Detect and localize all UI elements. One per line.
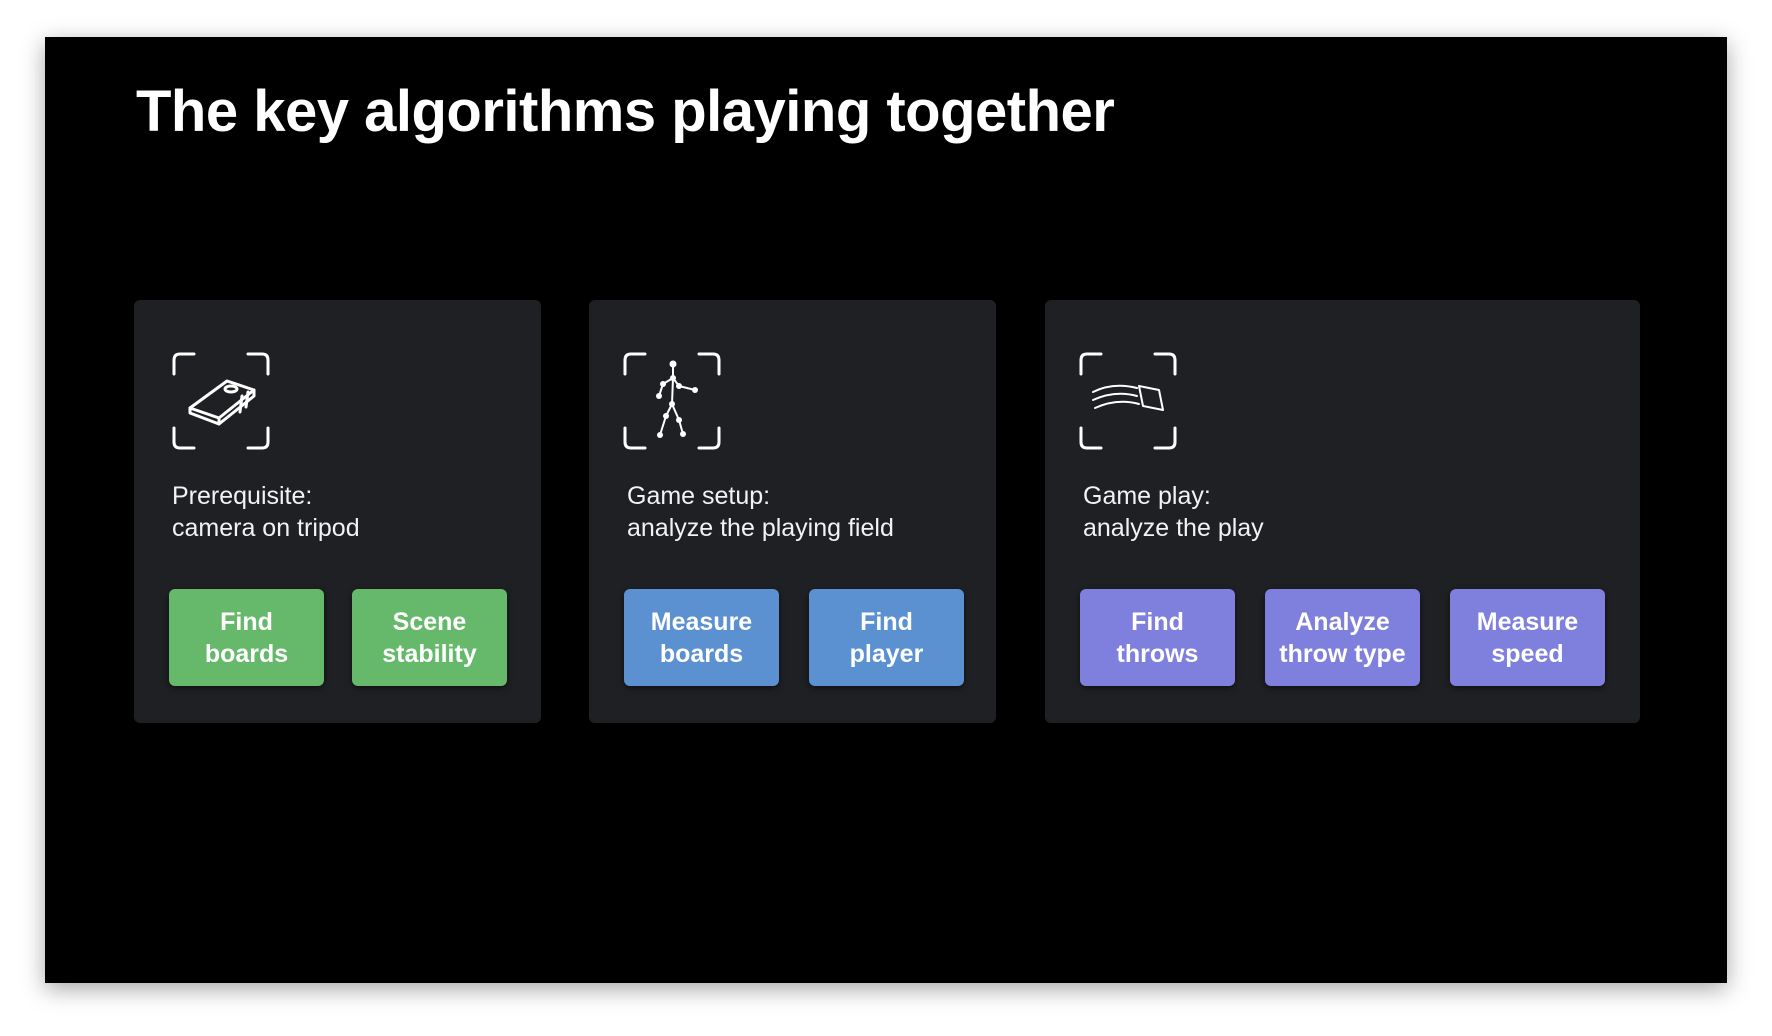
button-label-line1: Find [860,607,913,636]
button-label-line1: Find [1131,607,1184,636]
bag-trajectory-icon [1079,352,1177,450]
button-label-line2: boards [204,639,289,668]
card-subheading: analyze the play [1083,514,1264,542]
card-heading: Game play: [1083,482,1211,510]
find-throws-button[interactable]: Find throws [1080,589,1235,686]
card-game-setup: Game setup: analyze the playing field Me… [589,300,996,723]
card-game-play: Game play: analyze the play Find throws … [1045,300,1640,723]
button-label-line2: throws [1116,639,1199,668]
body-pose-icon [623,352,721,450]
card-description: Prerequisite: camera on tripod [172,480,360,544]
button-label-line2: throw type [1279,639,1406,668]
cornhole-board-icon [172,352,270,450]
button-label-line1: Measure [1476,607,1579,636]
card-description: Game setup: analyze the playing field [627,480,894,544]
button-label-line2: stability [382,639,477,668]
button-label-line2: boards [659,639,744,668]
button-label-line1: Measure [650,607,753,636]
button-label-line1: Scene [392,607,467,636]
measure-boards-button[interactable]: Measure boards [624,589,779,686]
analyze-throw-type-button[interactable]: Analyze throw type [1265,589,1420,686]
button-label-line2: speed [1491,639,1564,668]
slide: The key algorithms playing together Prer… [45,37,1727,983]
find-player-button[interactable]: Find player [809,589,964,686]
card-subheading: camera on tripod [172,514,360,542]
button-label-line2: player [849,639,924,668]
measure-speed-button[interactable]: Measure speed [1450,589,1605,686]
scene-stability-button[interactable]: Scene stability [352,589,507,686]
find-boards-button[interactable]: Find boards [169,589,324,686]
card-heading: Game setup: [627,482,771,510]
card-prerequisite: Prerequisite: camera on tripod Find boar… [134,300,541,723]
button-label-line1: Analyze [1295,607,1390,636]
card-heading: Prerequisite: [172,482,313,510]
slide-title: The key algorithms playing together [136,79,1115,144]
card-subheading: analyze the playing field [627,514,894,542]
button-label-line1: Find [220,607,273,636]
card-description: Game play: analyze the play [1083,480,1264,544]
